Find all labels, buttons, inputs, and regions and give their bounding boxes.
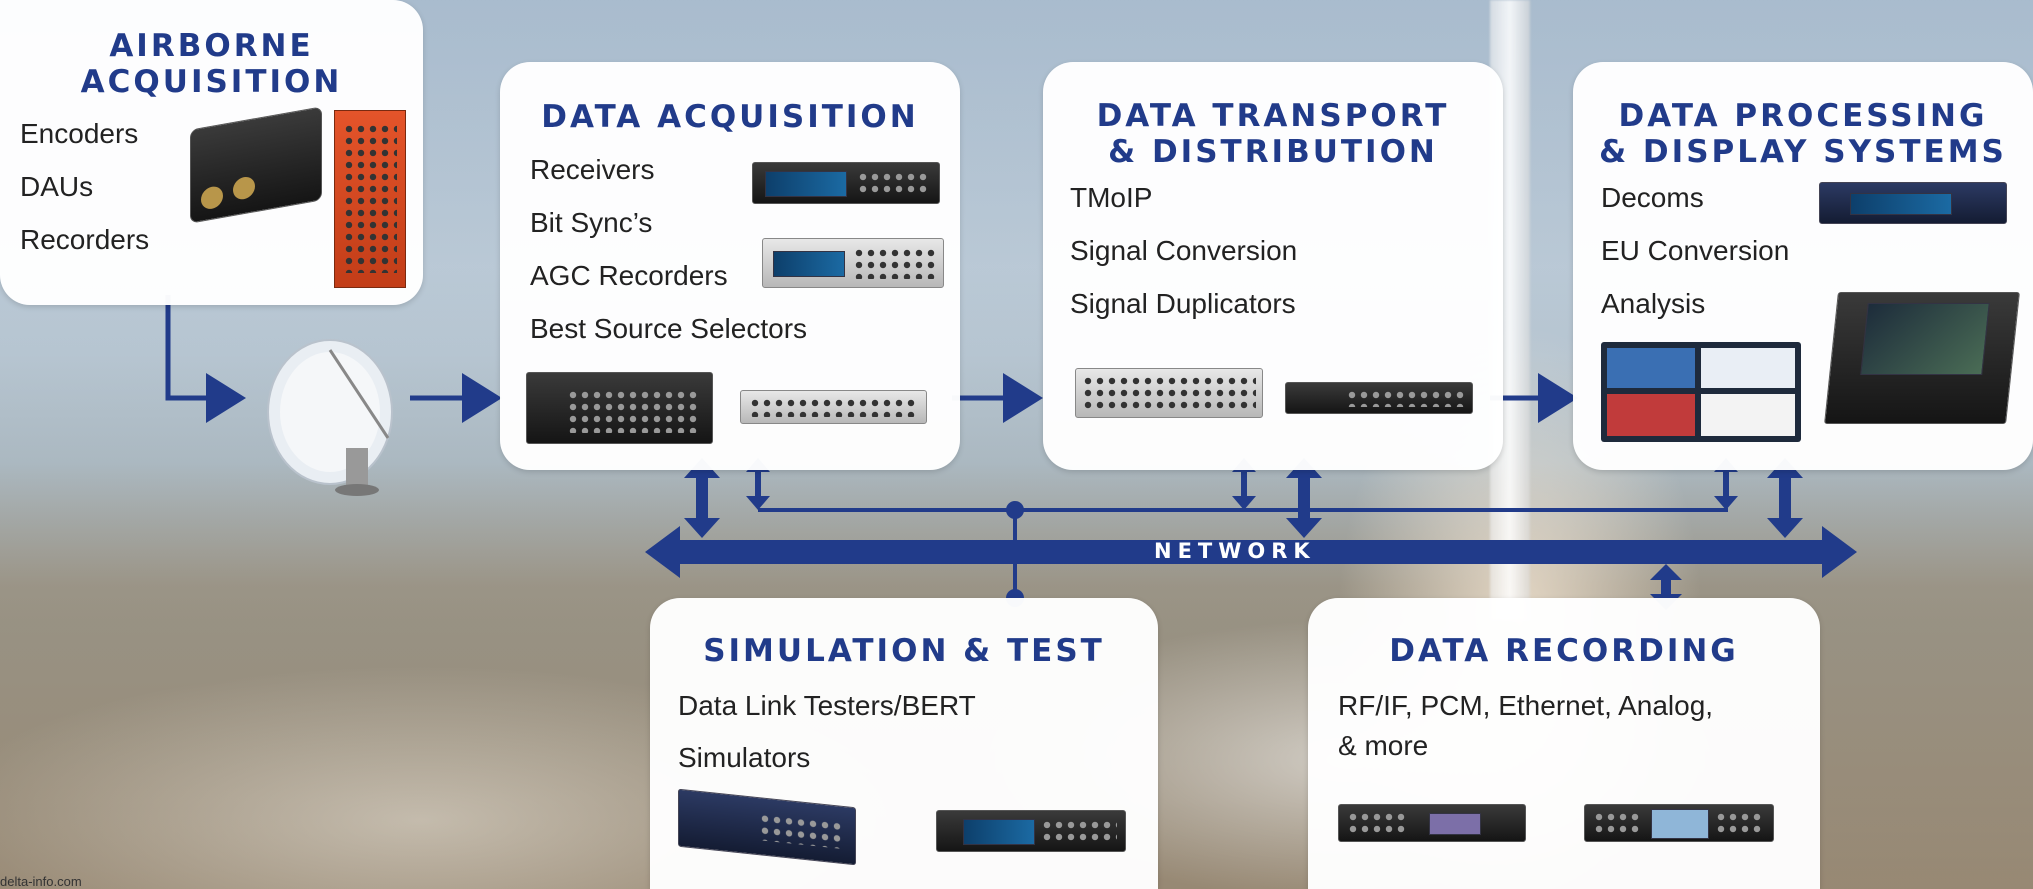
- signal-converter-device-icon: [1075, 368, 1263, 418]
- best-source-selector-device-icon: [740, 390, 927, 424]
- simulation-title: SIMULATION & TEST: [703, 633, 1105, 669]
- airborne-title-line1: AIRBORNE: [109, 28, 314, 64]
- receiver-device-icon: [752, 162, 940, 204]
- card-data-recording: DATA RECORDING RF/IF, PCM, Ethernet, Ana…: [1308, 598, 1820, 889]
- card-simulation-test: SIMULATION & TEST Data Link Testers/BERT…: [650, 598, 1158, 889]
- list-item: RF/IF, PCM, Ethernet, Analog,: [1338, 690, 1714, 721]
- footer-url[interactable]: delta-info.com: [0, 874, 82, 889]
- recording-title: DATA RECORDING: [1389, 633, 1739, 669]
- bit-sync-device-icon: [762, 238, 944, 288]
- double-arrow-acq-thick: [684, 458, 720, 538]
- bert-tester-device-icon: [678, 788, 856, 866]
- network-bar: [645, 526, 1857, 578]
- list-item: DAUs: [20, 171, 94, 202]
- signal-duplicator-device-icon: [1285, 382, 1473, 414]
- data-transport-title-line1: DATA TRANSPORT: [1096, 98, 1450, 134]
- list-item: Bit Sync’s: [530, 207, 653, 238]
- arrow-airborne-to-antenna: [165, 295, 246, 423]
- card-airborne-acquisition: AIRBORNE ACQUISITION Encoders DAUs Recor…: [0, 0, 423, 305]
- card-data-transport: DATA TRANSPORT & DISTRIBUTION TMoIP Sign…: [1043, 62, 1503, 470]
- list-item: TMoIP: [1070, 182, 1153, 213]
- double-arrow-processing-thick: [1767, 458, 1803, 538]
- list-item: AGC Recorders: [530, 260, 728, 291]
- card-data-processing: DATA PROCESSING & DISPLAY SYSTEMS Decoms…: [1573, 62, 2033, 470]
- list-item: Encoders: [20, 118, 139, 149]
- double-arrow-transport-thick: [1286, 458, 1322, 538]
- list-item: Signal Duplicators: [1070, 288, 1296, 319]
- analysis-screens-icon: [1601, 342, 1801, 442]
- encoder-device-icon: [190, 106, 322, 224]
- list-item: Best Source Selectors: [530, 313, 808, 344]
- list-item: & more: [1338, 730, 1429, 761]
- airborne-title-line2: ACQUISITION: [80, 64, 343, 100]
- simulator-device-icon: [936, 810, 1126, 852]
- data-transport-title-line2: & DISTRIBUTION: [1108, 134, 1438, 170]
- agc-recorder-device-icon: [526, 372, 713, 444]
- data-processing-title-line2: & DISPLAY SYSTEMS: [1599, 134, 2007, 170]
- network-label: NETWORK: [1154, 539, 1316, 563]
- list-item: EU Conversion: [1601, 235, 1790, 266]
- decom-device-icon: [1819, 182, 2007, 224]
- antenna-dish-icon: [267, 339, 393, 496]
- data-acquisition-title: DATA ACQUISITION: [541, 99, 919, 135]
- list-item: Decoms: [1601, 182, 1704, 213]
- data-processing-title-line1: DATA PROCESSING: [1618, 98, 1988, 134]
- list-item: Recorders: [20, 224, 150, 255]
- list-item: Data Link Testers/BERT: [678, 690, 976, 721]
- list-item: Receivers: [530, 154, 655, 185]
- list-item: Analysis: [1601, 288, 1706, 319]
- rf-recorder-device-icon: [1584, 804, 1774, 842]
- card-data-acquisition: DATA ACQUISITION Receivers Bit Sync’s AG…: [500, 62, 960, 470]
- laptop-icon: [1824, 292, 2020, 424]
- list-item: Signal Conversion: [1070, 235, 1298, 266]
- recorder-device-icon: [1338, 804, 1526, 842]
- list-item: Simulators: [678, 742, 811, 773]
- dau-device-icon: [334, 110, 406, 288]
